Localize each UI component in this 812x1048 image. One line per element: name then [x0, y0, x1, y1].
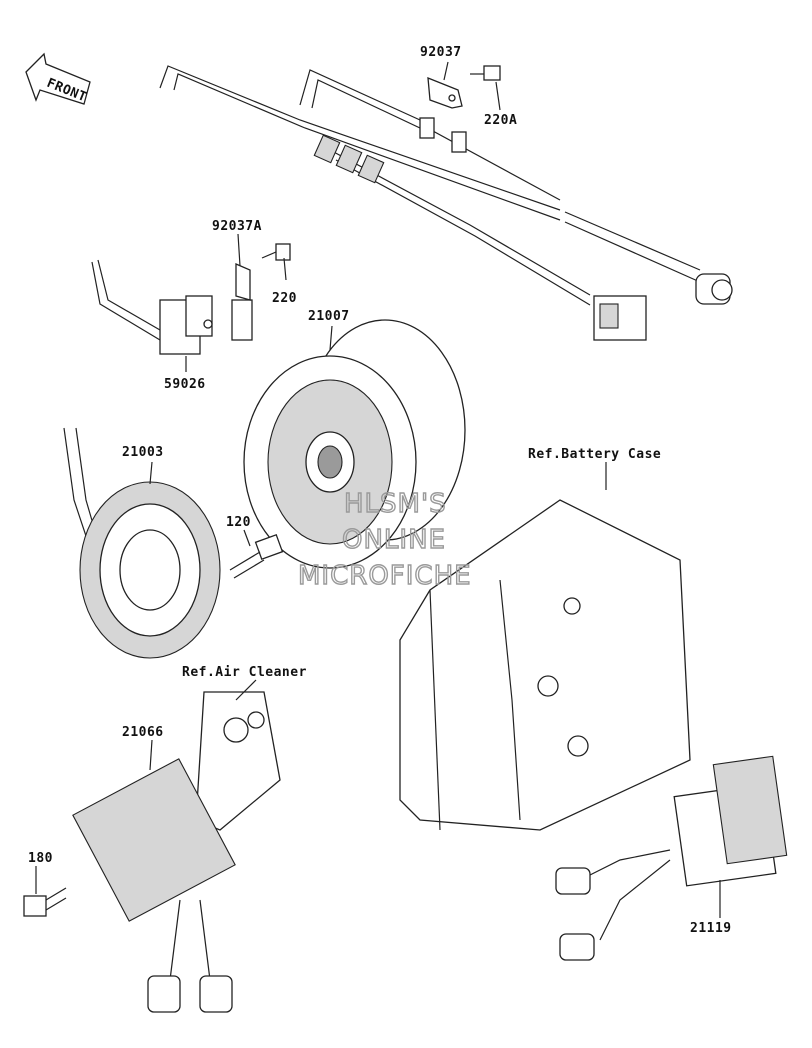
- connector-square: [593, 295, 647, 341]
- watermark-line-2: ONLINE: [342, 525, 446, 555]
- regulator-21066: [72, 758, 236, 1013]
- part-label-220A: 220A: [484, 113, 517, 128]
- part-label-ref-air-cleaner: Ref.Air Cleaner: [182, 665, 307, 680]
- part-label-21003: 21003: [122, 445, 164, 460]
- part-label-92037: 92037: [420, 45, 462, 60]
- relay-21119: [555, 755, 788, 961]
- part-label-21066: 21066: [122, 725, 164, 740]
- stator-21003: [63, 427, 221, 659]
- leader-lines: [35, 61, 721, 918]
- part-label-ref-battery-case: Ref.Battery Case: [528, 447, 661, 462]
- pickup-coil-59026: [91, 259, 253, 355]
- part-label-59026: 59026: [164, 377, 206, 392]
- part-label-220: 220: [272, 291, 297, 306]
- part-label-21119: 21119: [690, 921, 732, 936]
- watermark-line-3: MICROFICHE: [298, 561, 472, 591]
- part-label-120: 120: [226, 515, 251, 530]
- bracket-92037: [427, 77, 463, 109]
- bolt-180: [23, 887, 67, 917]
- bolt-120: [229, 533, 284, 579]
- watermark-line-1: HLSM'S: [344, 489, 447, 519]
- screw-220: [261, 243, 291, 261]
- battery-case: [399, 499, 691, 831]
- bolt-220A: [470, 65, 501, 81]
- air-cleaner-bracket: [195, 691, 281, 831]
- part-label-180: 180: [28, 851, 53, 866]
- front-arrow-icon: FRONT: [25, 52, 91, 105]
- watermark: HLSM'S ONLINE MICROFICHE: [297, 488, 472, 591]
- part-label-92037A: 92037A: [212, 219, 262, 234]
- rotor-21007: [243, 319, 466, 569]
- part-label-21007: 21007: [308, 309, 350, 324]
- wiring-harness: [159, 65, 701, 306]
- connector-round: [695, 273, 733, 305]
